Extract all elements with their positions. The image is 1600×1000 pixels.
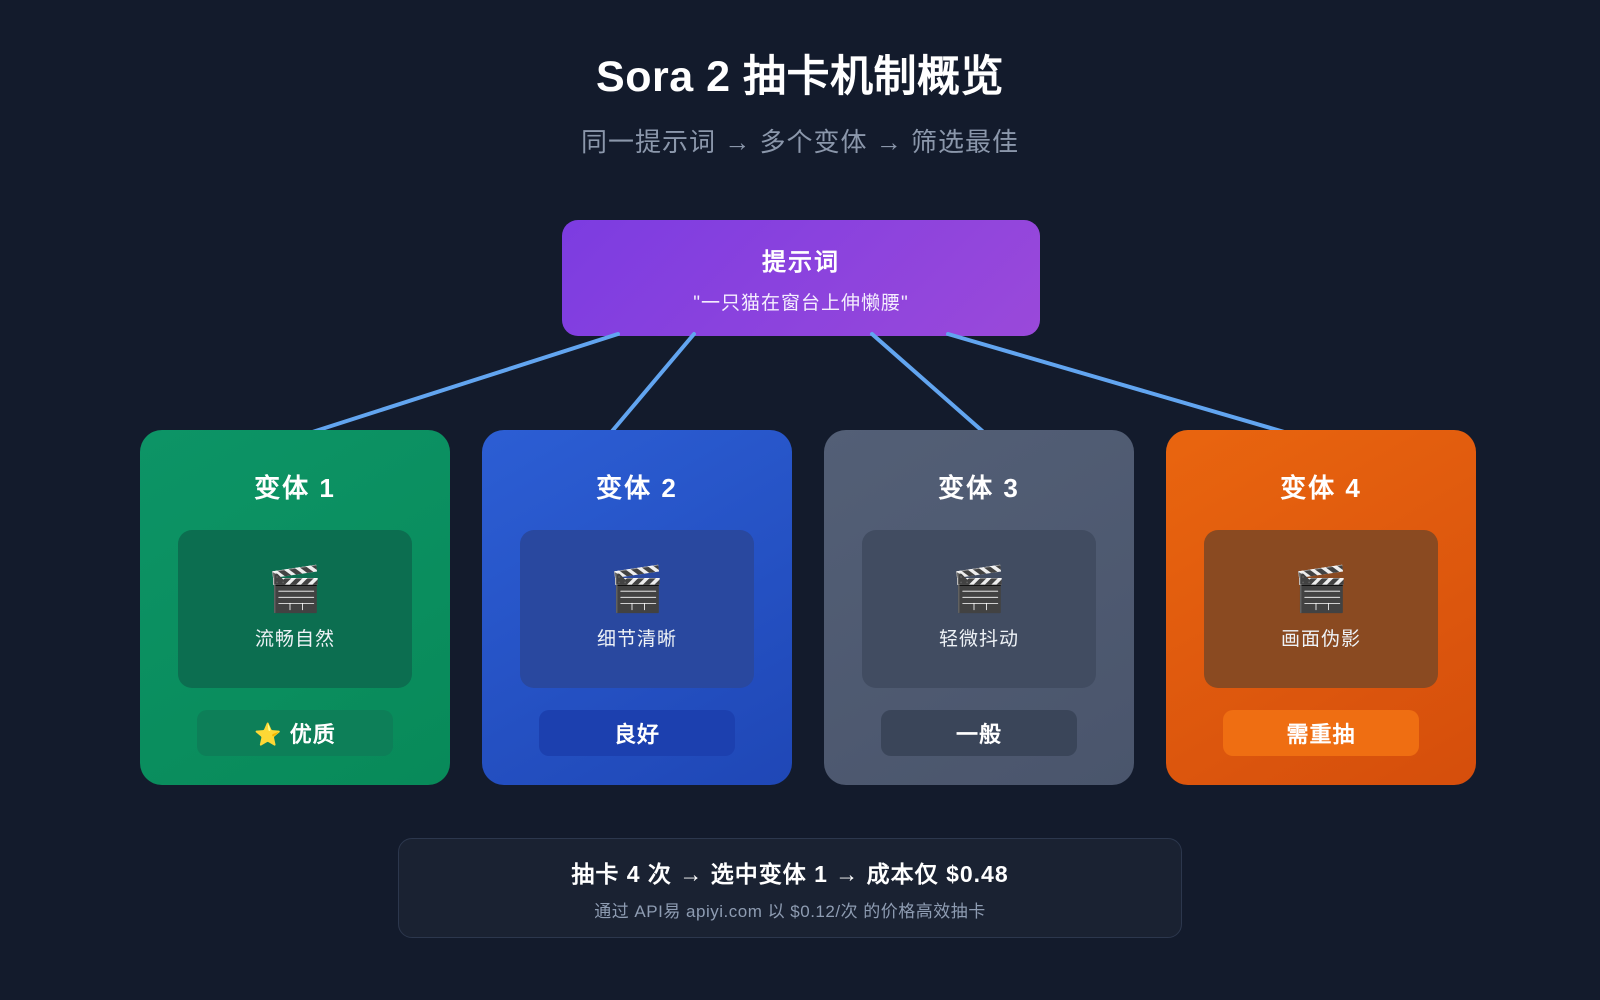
clapperboard-icon: 🎬 [609,564,665,614]
connector-line-variant-1 [298,332,620,438]
variant-preview: 🎬 流畅自然 [178,530,412,688]
connector-line-variant-2 [606,332,696,438]
variant-card-title: 变体 4 [1280,473,1362,503]
variant-preview: 🎬 细节清晰 [520,530,754,688]
variant-card-1: 变体 1 🎬 流畅自然 ⭐ 优质 [140,430,450,785]
variant-card-title: 变体 3 [938,473,1020,503]
connector-line-variant-3 [870,332,990,438]
variant-caption: 流畅自然 [254,628,335,650]
variant-card-4: 变体 4 🎬 画面伪影 需重抽 [1166,430,1476,785]
prompt-node: 提示词 "一只猫在窗台上伸懒腰" [562,220,1040,336]
quality-badge: 需重抽 [1223,710,1419,756]
cost-summary-sub: 通过 API易 apiyi.com 以 $0.12/次 的价格高效抽卡 [594,901,986,921]
variant-caption: 轻微抖动 [938,628,1019,650]
cost-summary: 抽卡 4 次 → 选中变体 1 → 成本仅 $0.48 通过 API易 apiy… [398,838,1182,938]
variant-caption: 细节清晰 [596,628,677,650]
clapperboard-icon: 🎬 [1293,564,1349,614]
page-title: Sora 2 抽卡机制概览 [596,53,1004,101]
variant-card-title: 变体 2 [596,473,678,503]
connector-line-variant-4 [946,332,1300,438]
variant-preview: 🎬 轻微抖动 [862,530,1096,688]
variant-caption: 画面伪影 [1280,628,1361,650]
cost-summary-main: 抽卡 4 次 → 选中变体 1 → 成本仅 $0.48 [571,860,1009,887]
quality-badge: ⭐ 优质 [197,710,393,756]
clapperboard-icon: 🎬 [951,564,1007,614]
variant-card-3: 变体 3 🎬 轻微抖动 一般 [824,430,1134,785]
page-subtitle: 同一提示词 → 多个变体 → 筛选最佳 [581,127,1019,157]
variant-preview: 🎬 画面伪影 [1204,530,1438,688]
variant-card-title: 变体 1 [254,473,336,503]
prompt-text: "一只猫在窗台上伸懒腰" [693,292,909,314]
clapperboard-icon: 🎬 [267,564,323,614]
variant-card-2: 变体 2 🎬 细节清晰 良好 [482,430,792,785]
quality-badge: 良好 [539,710,735,756]
quality-badge: 一般 [881,710,1077,756]
prompt-label: 提示词 [762,248,840,276]
